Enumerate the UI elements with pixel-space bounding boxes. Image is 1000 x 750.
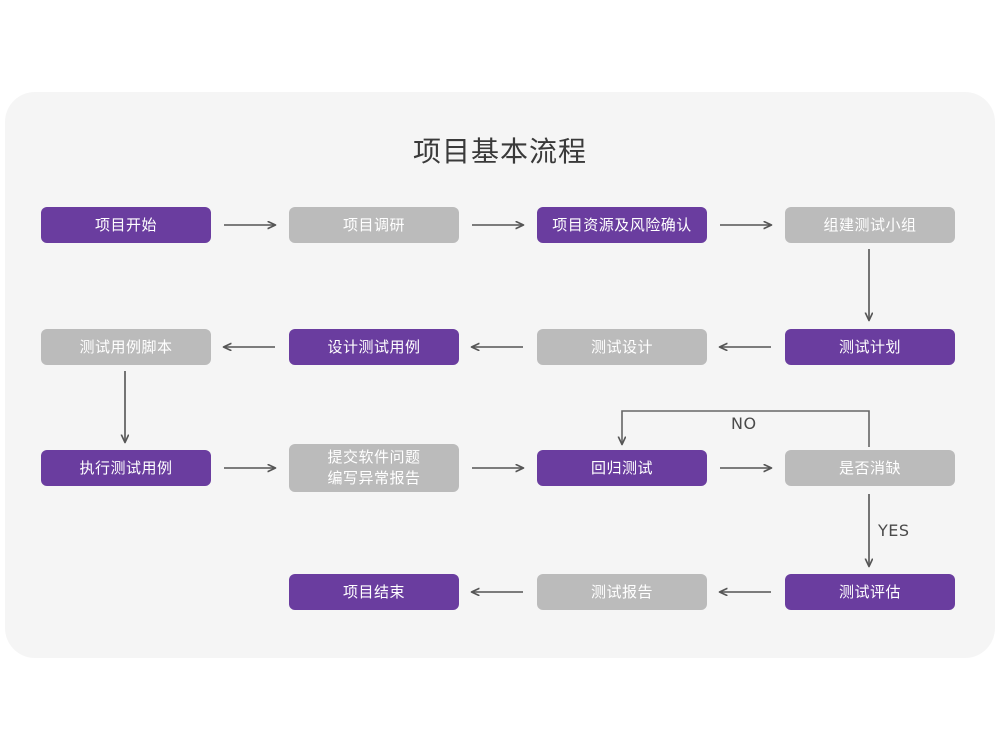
edge-label-no: NO [731, 414, 757, 433]
node-resource-risk-confirm[interactable]: 项目资源及风险确认 [537, 207, 707, 243]
node-project-end[interactable]: 项目结束 [289, 574, 459, 610]
node-test-case-script[interactable]: 测试用例脚本 [41, 329, 211, 365]
node-form-test-team[interactable]: 组建测试小组 [785, 207, 955, 243]
node-defect-resolved[interactable]: 是否消缺 [785, 450, 955, 486]
node-submit-defect-report[interactable]: 提交软件问题 编写异常报告 [289, 444, 459, 492]
node-test-report[interactable]: 测试报告 [537, 574, 707, 610]
page-title: 项目基本流程 [412, 135, 587, 168]
edge-label-yes: YES [878, 521, 910, 540]
node-project-start[interactable]: 项目开始 [41, 207, 211, 243]
node-execute-test-case[interactable]: 执行测试用例 [41, 450, 211, 486]
node-regression-test[interactable]: 回归测试 [537, 450, 707, 486]
flowchart-card [5, 92, 995, 658]
node-test-plan[interactable]: 测试计划 [785, 329, 955, 365]
node-test-evaluation[interactable]: 测试评估 [785, 574, 955, 610]
node-project-research[interactable]: 项目调研 [289, 207, 459, 243]
node-design-test-case[interactable]: 设计测试用例 [289, 329, 459, 365]
node-test-design[interactable]: 测试设计 [537, 329, 707, 365]
